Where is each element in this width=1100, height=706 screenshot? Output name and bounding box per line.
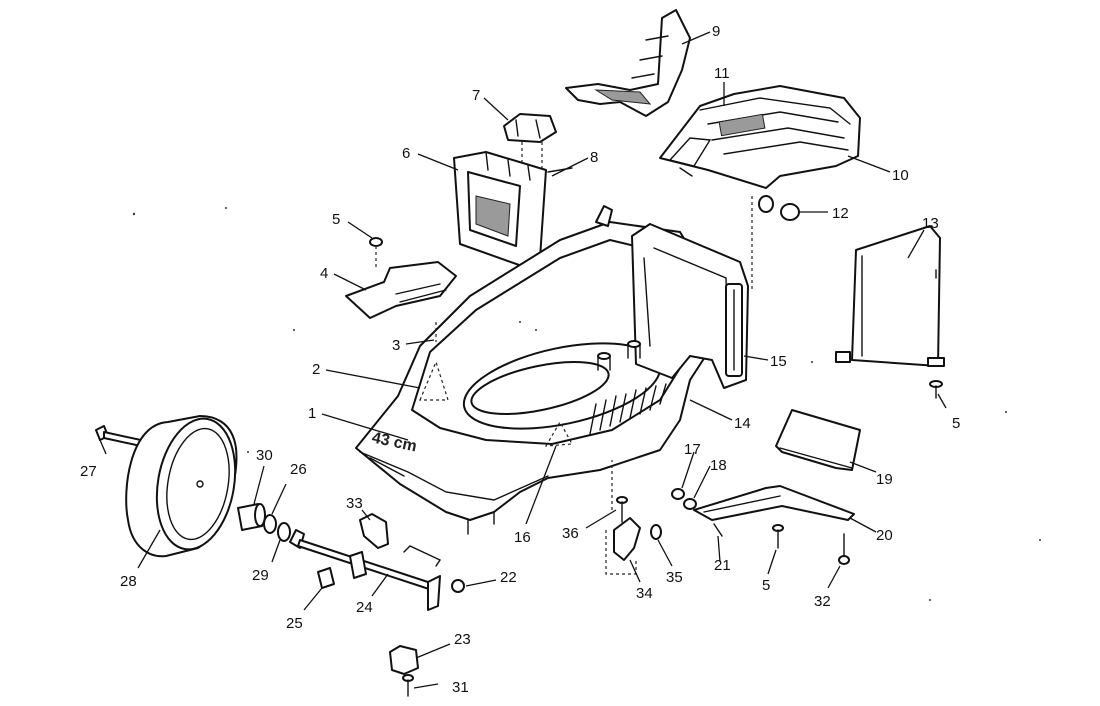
callout-20: 20 (876, 527, 893, 544)
part-32-screw (838, 533, 850, 565)
part-36-screw (616, 496, 628, 523)
part-9-flap (565, 9, 691, 117)
part-19-rear-flap (775, 409, 861, 471)
part-25-nut (317, 567, 335, 589)
callout-1: 1 (308, 405, 316, 422)
part-21-bolt (713, 523, 723, 537)
part-22-nut (451, 579, 465, 593)
callout-7: 7 (472, 87, 480, 104)
callout-5-bottom: 5 (762, 577, 770, 594)
callout-30: 30 (256, 447, 273, 464)
part-12-knob (758, 195, 800, 221)
callout-19: 19 (876, 471, 893, 488)
part-33-clip (359, 513, 389, 549)
callout-25: 25 (286, 615, 303, 632)
part-35-clip (650, 524, 662, 540)
part-4-plate (345, 261, 457, 319)
callout-5-top: 5 (332, 211, 340, 228)
callout-35: 35 (666, 569, 683, 586)
callout-2: 2 (312, 361, 320, 378)
callout-34: 34 (636, 585, 653, 602)
callout-11: 11 (714, 65, 730, 82)
callout-16: 16 (514, 529, 531, 546)
callout-4: 4 (320, 265, 328, 282)
callout-14: 14 (734, 415, 751, 432)
callout-13: 13 (922, 215, 939, 232)
part-20-flap-bracket (693, 485, 855, 521)
callout-17: 17 (684, 441, 701, 458)
callout-9: 9 (712, 23, 720, 40)
part-1-mower-deck (355, 205, 749, 535)
part-30-bushing (237, 503, 266, 531)
callout-15: 15 (770, 353, 787, 370)
part-17-18-washers (671, 488, 697, 510)
part-28-wheel (125, 415, 238, 558)
part-13-rear-guard (835, 225, 945, 367)
callout-6: 6 (402, 145, 410, 162)
callout-29: 29 (252, 567, 269, 584)
part-5-screw-bottom (772, 524, 784, 549)
callout-32: 32 (814, 593, 831, 610)
callout-18: 18 (710, 457, 727, 474)
callout-33: 33 (346, 495, 363, 512)
callout-21: 21 (714, 557, 731, 574)
part-26-washer (263, 514, 277, 534)
scan-speckles (132, 207, 1041, 601)
callout-31: 31 (452, 679, 469, 696)
callout-27: 27 (80, 463, 97, 480)
part-5-screw-top (369, 237, 383, 270)
part-7-bracket (503, 113, 557, 143)
part-23-cap (389, 645, 419, 675)
callout-28: 28 (120, 573, 137, 590)
callout-12: 12 (832, 205, 849, 222)
part-5-screw-right (929, 380, 943, 399)
part-10-engine-cover (659, 85, 861, 189)
callout-26: 26 (290, 461, 307, 478)
part-34-cable-guide (613, 517, 641, 561)
callout-3: 3 (392, 337, 400, 354)
callout-10: 10 (892, 167, 909, 184)
part-24-axle (289, 529, 441, 611)
callout-24: 24 (356, 599, 373, 616)
callout-23: 23 (454, 631, 471, 648)
leader-lines (99, 31, 947, 689)
part-spring-pin (403, 545, 442, 567)
callout-36: 36 (562, 525, 579, 542)
part-29-washer (277, 522, 291, 542)
callout-5-right: 5 (952, 415, 960, 432)
part-31-screw (402, 674, 414, 697)
part-6-flap-frame (453, 151, 547, 267)
callout-22: 22 (500, 569, 517, 586)
callout-8: 8 (590, 149, 598, 166)
